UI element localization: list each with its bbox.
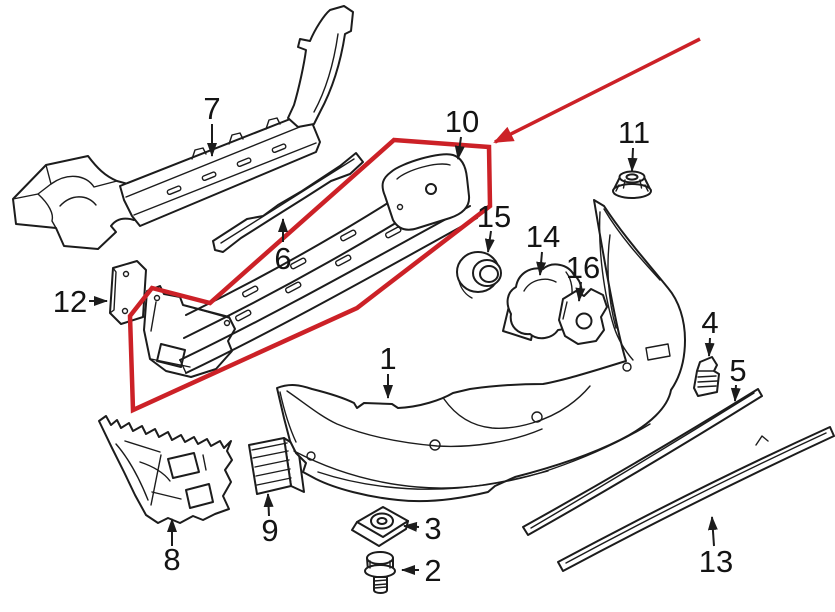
callout-10-label: 10 xyxy=(445,104,479,139)
callout-2-label: 2 xyxy=(424,553,441,588)
highlight-annotation xyxy=(127,37,701,414)
callout-12-label: 12 xyxy=(53,284,87,319)
callout-8-label: 8 xyxy=(163,542,180,577)
callout-11-arrow-icon xyxy=(627,147,638,172)
part-9-vent-grille xyxy=(248,437,305,495)
callout-5-label: 5 xyxy=(729,353,746,388)
callout-9-label: 9 xyxy=(261,513,278,548)
part-6-support-strip xyxy=(212,152,364,253)
callout-5: 5 xyxy=(729,353,747,402)
highlight-outline xyxy=(127,137,493,414)
callout-14-arrow-icon xyxy=(536,251,547,276)
part-1-bumper-cover xyxy=(276,199,686,503)
part-2-screw xyxy=(364,551,396,594)
callout-16-label: 16 xyxy=(566,250,600,285)
callout-9: 9 xyxy=(261,493,279,548)
callout-9-arrow-icon xyxy=(263,493,274,517)
callout-4-arrow-icon xyxy=(704,337,715,357)
callout-13: 13 xyxy=(699,516,733,579)
callout-3-label: 3 xyxy=(424,511,441,546)
callout-15-arrow-icon xyxy=(484,230,495,253)
callout-6: 6 xyxy=(274,218,292,276)
part-7-upper-bracket xyxy=(12,5,354,250)
callout-10: 10 xyxy=(445,104,479,160)
callout-4-label: 4 xyxy=(701,305,718,340)
callout-11-label: 11 xyxy=(618,115,650,150)
callout-7: 7 xyxy=(203,91,221,157)
callout-15: 15 xyxy=(477,199,511,253)
part-4-clip xyxy=(693,356,720,397)
callout-10-arrow-icon xyxy=(454,136,465,160)
callout-2: 2 xyxy=(401,553,442,588)
part-8-side-mount-bracket xyxy=(98,415,233,524)
part-13-lower-trim-strip xyxy=(557,426,835,572)
callout-3-arrow-icon xyxy=(403,521,420,532)
callout-7-label: 7 xyxy=(203,91,220,126)
callout-11: 11 xyxy=(618,115,650,172)
callout-1-label: 1 xyxy=(379,341,396,376)
callout-15-label: 15 xyxy=(477,199,511,234)
callout-13-arrow-icon xyxy=(707,516,718,547)
callout-8: 8 xyxy=(163,518,181,577)
part-11-flange-nut xyxy=(612,170,652,199)
callout-3: 3 xyxy=(403,511,442,546)
red-callout-arrow-icon xyxy=(493,37,701,144)
part-3-clip-nut xyxy=(351,506,409,547)
callout-14-label: 14 xyxy=(526,219,560,254)
callout-4: 4 xyxy=(701,305,719,357)
callout-1: 1 xyxy=(379,341,397,399)
callout-13-label: 13 xyxy=(699,544,733,579)
part-15-grommet xyxy=(456,251,502,299)
part-16-sensor-bracket xyxy=(558,288,608,345)
callout-16: 16 xyxy=(566,250,600,302)
callout-12: 12 xyxy=(53,284,108,319)
callout-5-arrow-icon xyxy=(730,384,741,402)
callout-6-label: 6 xyxy=(274,241,291,276)
part-12-spacer-plate xyxy=(109,260,147,325)
callout-16-arrow-icon xyxy=(575,281,586,302)
part-5-trim-strip xyxy=(522,388,763,536)
callout-14: 14 xyxy=(526,219,560,276)
part-10-impact-bar xyxy=(143,153,478,378)
callouts: 7 6 10 11 12 15 14 16 xyxy=(53,91,747,588)
